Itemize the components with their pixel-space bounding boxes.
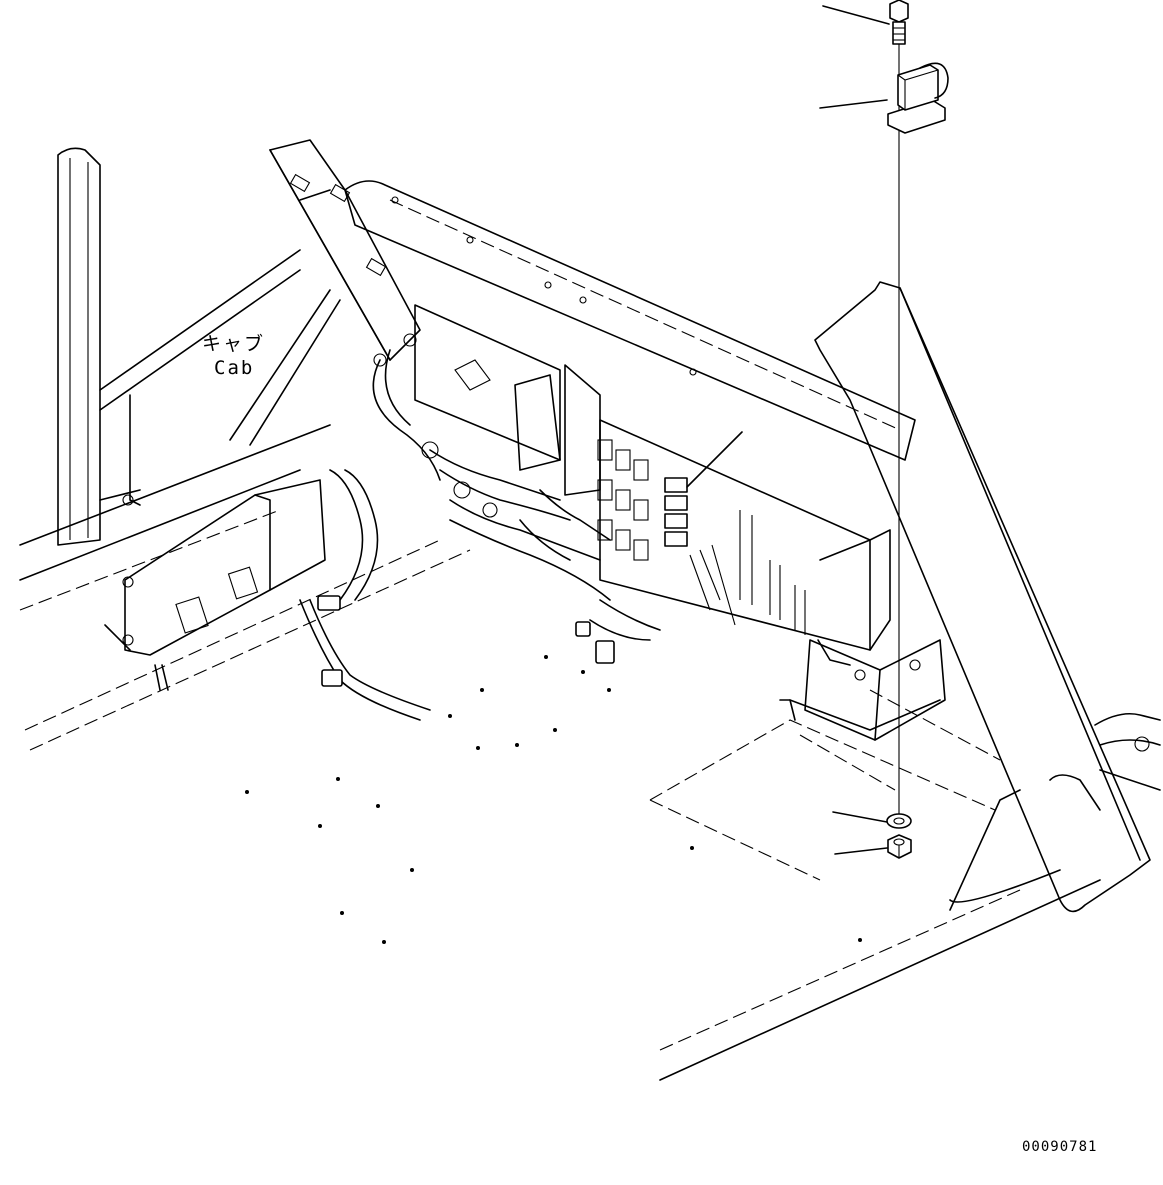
sensor-part xyxy=(887,62,949,134)
washer-part xyxy=(886,813,912,829)
right-beam xyxy=(814,281,1161,913)
floor-bolt-holes xyxy=(245,655,862,944)
bolt-part xyxy=(889,0,909,45)
leader-lines xyxy=(686,5,890,855)
cab-frame-left xyxy=(19,147,471,751)
floor-outline xyxy=(649,689,1101,1081)
exploded-hardware xyxy=(886,0,949,859)
rear-bracket xyxy=(779,639,851,721)
cab-label-japanese: キャブ xyxy=(202,333,266,355)
electrical-panel xyxy=(414,304,946,741)
upper-beam xyxy=(344,180,916,461)
center-pillar xyxy=(269,139,421,361)
relay-block xyxy=(597,439,806,635)
nut-part xyxy=(887,834,912,859)
wiring-harness xyxy=(299,333,661,721)
cab-label-english: Cab xyxy=(214,357,255,379)
controller-box-left xyxy=(104,479,326,691)
drawing-number: 00090781 xyxy=(1022,1139,1098,1155)
